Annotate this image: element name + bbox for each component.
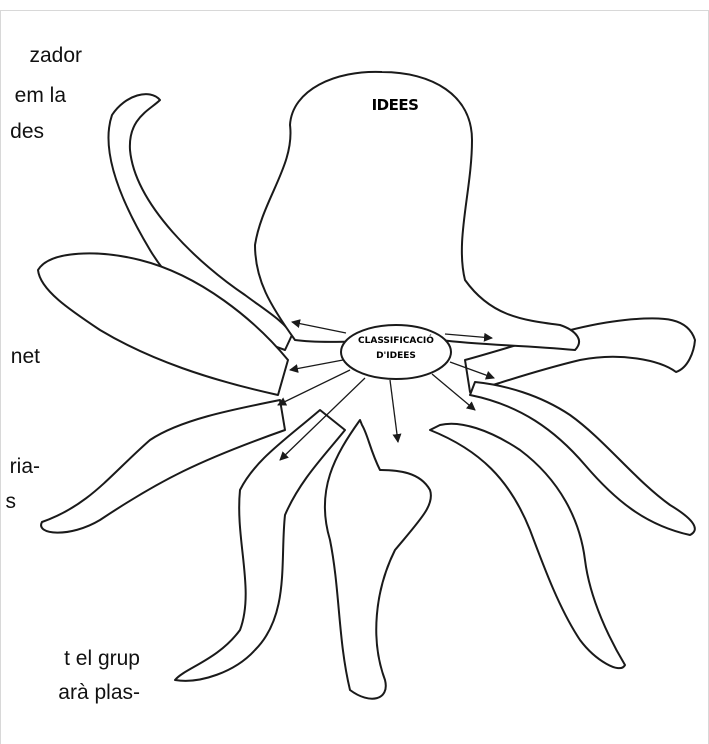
side-text-line: s [0, 488, 16, 516]
center-label-line1: CLASSIFICACIÓ [340, 334, 452, 349]
side-text-line: net [0, 343, 40, 371]
side-text-line: ria- [0, 453, 40, 481]
side-text-line: em la [0, 82, 66, 110]
head-label: IDEES [355, 96, 435, 114]
side-text-line: des [0, 118, 44, 146]
center-label-line2: D'IDEES [340, 349, 452, 364]
arrow-down [390, 380, 398, 442]
arrow-down-left-1 [278, 370, 350, 405]
side-text-line: zador [0, 42, 82, 70]
tentacle-mid-left [38, 253, 288, 395]
side-text-line: arà plas- [0, 679, 140, 707]
tentacle-bottom-center [325, 420, 431, 699]
side-text-line: t el grup [0, 645, 140, 673]
arrow-left [290, 360, 343, 370]
center-label: CLASSIFICACIÓ D'IDEES [340, 334, 452, 364]
